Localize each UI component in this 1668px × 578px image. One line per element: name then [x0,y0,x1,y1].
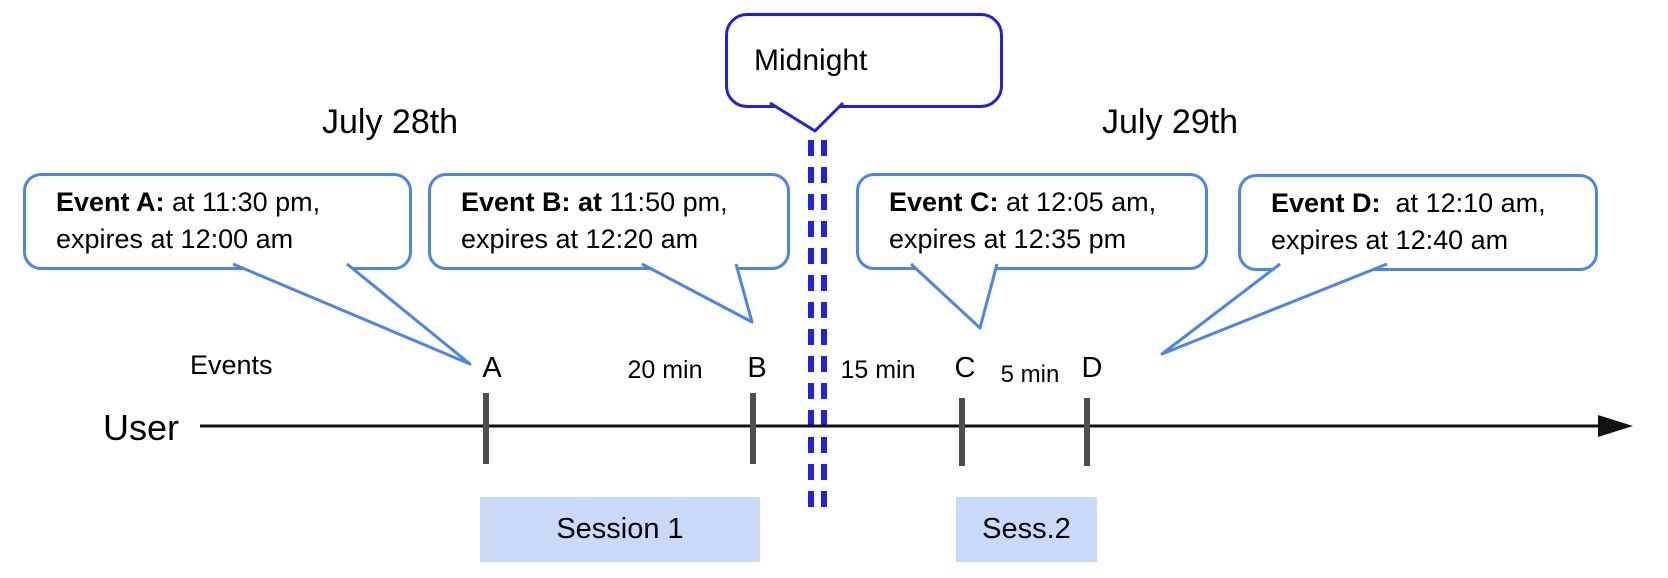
event-c-callout-tail [909,262,999,330]
event-mark-d: D [1081,352,1103,384]
session-2-box: Sess.2 [956,497,1097,562]
interval-label-c-d: 5 min [1000,361,1060,388]
event-d-callout-time: at 12:10 am, [1380,188,1546,218]
event-mark-c: C [954,352,976,384]
event-c-callout-bold: Event C: [889,187,999,217]
event-b-callout-line1: Event B: at 11:50 pm, [461,184,777,221]
timeline-arrowhead-icon [1598,415,1633,437]
event-a-callout-time: at 11:30 pm, [164,187,321,217]
event-b-callout-tail [641,262,754,324]
event-a-callout: Event A: at 11:30 pm, expires at 12:00 a… [23,173,412,270]
event-d-callout-bold: Event D: [1271,188,1381,218]
event-a-callout-tail [232,262,472,366]
event-d-callout-tail [1160,262,1388,356]
event-mark-a: A [482,352,502,384]
event-b-callout-line2: expires at 12:20 am [461,224,699,254]
event-b-callout: Event B: at 11:50 pm, expires at 12:20 a… [428,173,790,270]
event-a-callout-line1: Event A: at 11:30 pm, [56,184,399,221]
session-1-box: Session 1 [480,497,760,562]
event-c-callout-time: at 12:05 am, [998,187,1157,217]
event-b-callout-bold: Event B: at [461,187,603,217]
interval-label-a-b: 20 min [627,356,703,384]
event-d-callout-line2: expires at 12:40 am [1271,225,1509,255]
user-axis-label: User [103,407,180,448]
date-label-july-28: July 28th [322,103,459,141]
event-a-callout-line2: expires at 12:00 am [56,224,294,254]
event-c-callout-line2: expires at 12:35 pm [889,224,1127,254]
midnight-label: Midnight [754,44,868,77]
event-mark-b: B [747,352,767,384]
midnight-bubble: Midnight [725,13,1003,108]
event-c-callout: Event C: at 12:05 am, expires at 12:35 p… [856,173,1208,270]
events-row-label: Events [190,350,273,380]
event-a-callout-bold: Event A: [56,187,165,217]
event-b-callout-time: 11:50 pm, [602,187,728,217]
date-label-july-29: July 29th [1102,103,1239,141]
event-c-callout-line1: Event C: at 12:05 am, [889,184,1195,221]
event-d-callout-line1: Event D: at 12:10 am, [1271,185,1585,222]
interval-label-b-c: 15 min [840,356,916,384]
event-d-callout: Event D: at 12:10 am, expires at 12:40 a… [1238,174,1598,271]
